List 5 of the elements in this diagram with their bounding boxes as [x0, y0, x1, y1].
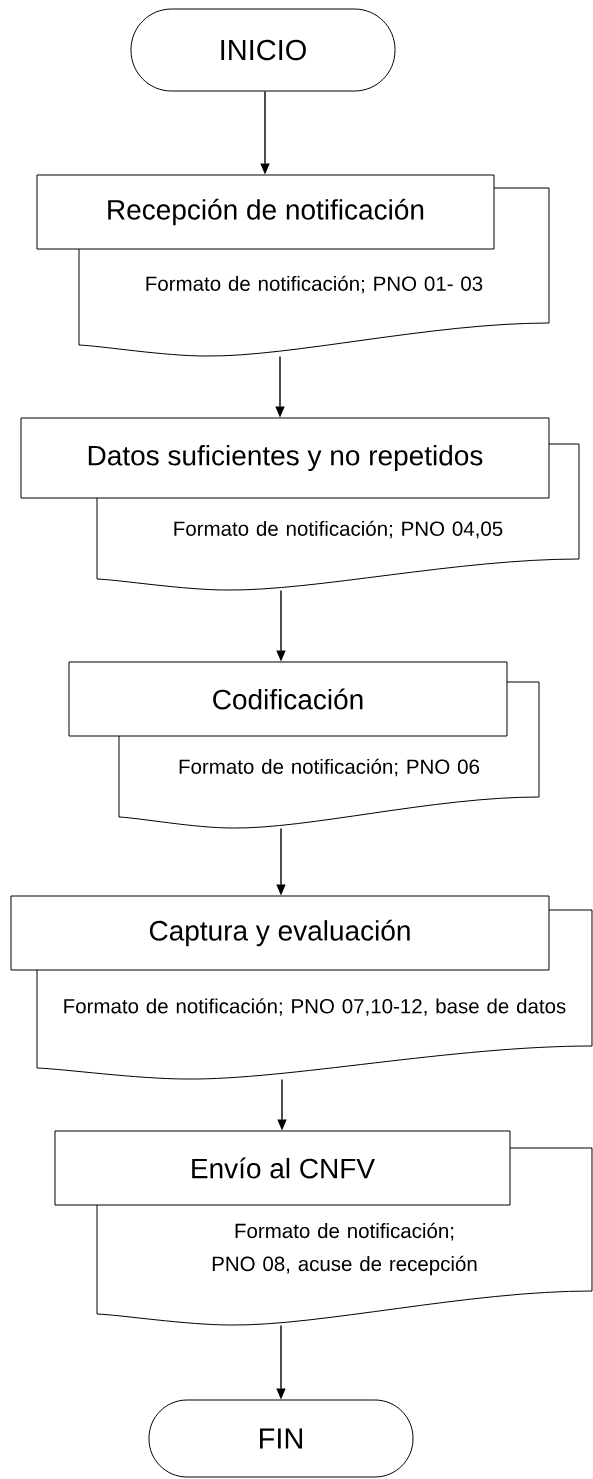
process-box: Recepción de notificación: [36, 174, 495, 250]
process-box: Envío al CNFV: [54, 1130, 511, 1206]
process-box: Codificación: [68, 661, 508, 737]
process-box: Captura y evaluación: [10, 895, 550, 971]
process-box: Datos suficientes y no repetidos: [20, 417, 550, 499]
